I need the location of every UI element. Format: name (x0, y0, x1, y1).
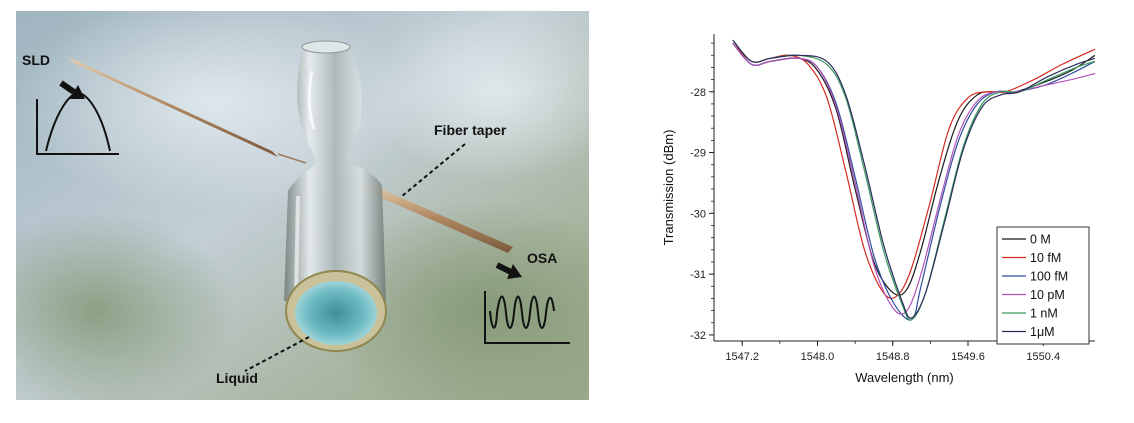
legend-label: 10 fM (1030, 251, 1061, 265)
legend-label: 0 M (1030, 233, 1051, 247)
fiber-taper (68, 57, 513, 253)
liquid-leader (244, 336, 310, 372)
x-tick-label: 1550.4 (1026, 351, 1060, 363)
sld-arrow-icon (59, 80, 85, 99)
legend-label: 100 fM (1030, 270, 1068, 284)
y-axis-title: Transmission (dBm) (661, 130, 676, 246)
legend-label: 10 pM (1030, 288, 1065, 302)
osa-label: OSA (527, 250, 557, 266)
y-tick-label: -32 (690, 330, 706, 342)
y-tick-label: -28 (690, 87, 706, 99)
series-line (732, 39, 1095, 319)
fiber-taper-schematic: SLD Fiber taper OSA Liquid (16, 11, 589, 400)
x-tick-label: 1549.6 (951, 351, 985, 363)
legend-label: 1 nM (1030, 307, 1058, 321)
fiber-taper-label: Fiber taper (434, 122, 507, 138)
glass-capillary (284, 40, 387, 352)
sld-label: SLD (22, 52, 50, 68)
osa-arrow-icon (495, 262, 522, 279)
x-tick-label: 1548.0 (801, 351, 835, 363)
y-tick-label: -31 (690, 269, 706, 281)
x-axis-title: Wavelength (nm) (855, 370, 954, 385)
x-tick-label: 1547.2 (725, 351, 759, 363)
liquid-surface (295, 281, 377, 345)
x-tick-label: 1548.8 (876, 351, 910, 363)
y-tick-label: -29 (690, 148, 706, 160)
legend-box (996, 226, 1090, 345)
osa-spectrum-icon (484, 291, 570, 344)
legend-label: 1μM (1030, 325, 1055, 339)
liquid-label: Liquid (216, 370, 258, 386)
transmission-chart: -28 -29 -30 -31 -32 1547.2 1548.0 1548.8 1549.6 1… (661, 34, 1095, 385)
y-tick-label: -30 (690, 208, 706, 220)
